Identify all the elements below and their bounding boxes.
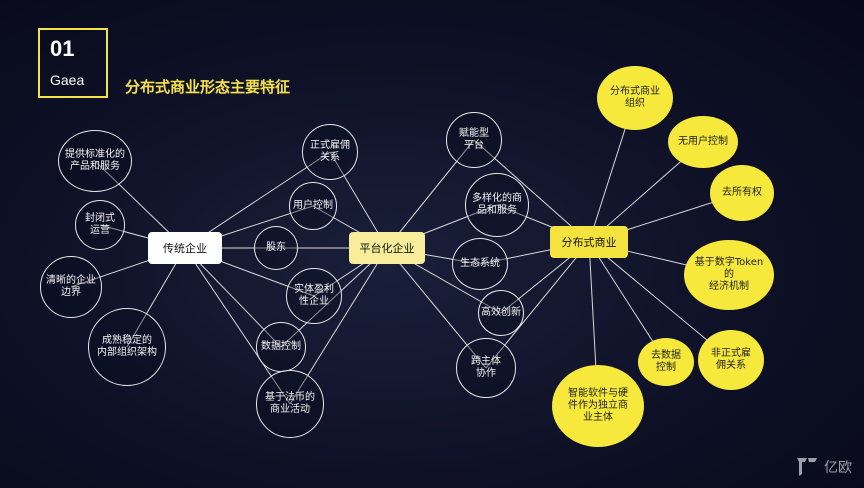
node-distributed-4: 非正式雇 佣关系 — [698, 330, 764, 390]
node-traditional-1: 封闭式 运营 — [75, 200, 125, 250]
node-shared-0: 正式雇佣 关系 — [302, 124, 358, 180]
watermark: 亿欧 — [794, 454, 852, 480]
node-distributed-3: 基于数字Token 的 经济机制 — [684, 240, 774, 310]
node-platform-2: 生态系统 — [452, 238, 508, 290]
node-distributed-2: 去所有权 — [710, 165, 774, 221]
node-shared-2: 股东 — [254, 226, 298, 270]
node-platform-3: 高效创新 — [478, 290, 524, 336]
watermark-text: 亿欧 — [824, 460, 852, 476]
node-shared-4: 数据控制 — [256, 322, 306, 372]
section-number: 01 — [50, 36, 75, 61]
yiou-logo-icon — [797, 458, 817, 476]
hub-distributed: 分布式商业 — [550, 226, 628, 258]
hub-traditional: 传统企业 — [148, 232, 222, 264]
node-shared-3: 实体盈利 性企业 — [286, 268, 342, 324]
section-label: Gaea — [50, 72, 85, 88]
node-shared-5: 基于法币的 商业活动 — [256, 370, 324, 438]
node-distributed-6: 智能软件与硬 件作为独立商 业主体 — [552, 365, 644, 447]
node-traditional-2: 清晰的企业 边界 — [40, 256, 102, 318]
section-badge: 01 Gaea — [38, 28, 108, 98]
hub-platform: 平台化企业 — [349, 232, 425, 264]
node-platform-1: 多样化的商 品和服务 — [465, 173, 529, 237]
node-distributed-5: 去数据 控制 — [638, 338, 694, 386]
node-traditional-0: 提供标准化的 产品和服务 — [58, 130, 132, 192]
node-shared-1: 用户控制 — [289, 182, 337, 230]
node-platform-0: 赋能型 平台 — [446, 112, 502, 168]
page-title: 分布式商业形态主要特征 — [125, 78, 291, 96]
node-traditional-3: 成熟稳定的 内部组织架构 — [88, 308, 166, 386]
node-distributed-0: 分布式商业 组织 — [597, 66, 673, 130]
node-distributed-1: 无用户控制 — [668, 116, 738, 168]
node-platform-4: 跨主体 协作 — [456, 338, 516, 398]
